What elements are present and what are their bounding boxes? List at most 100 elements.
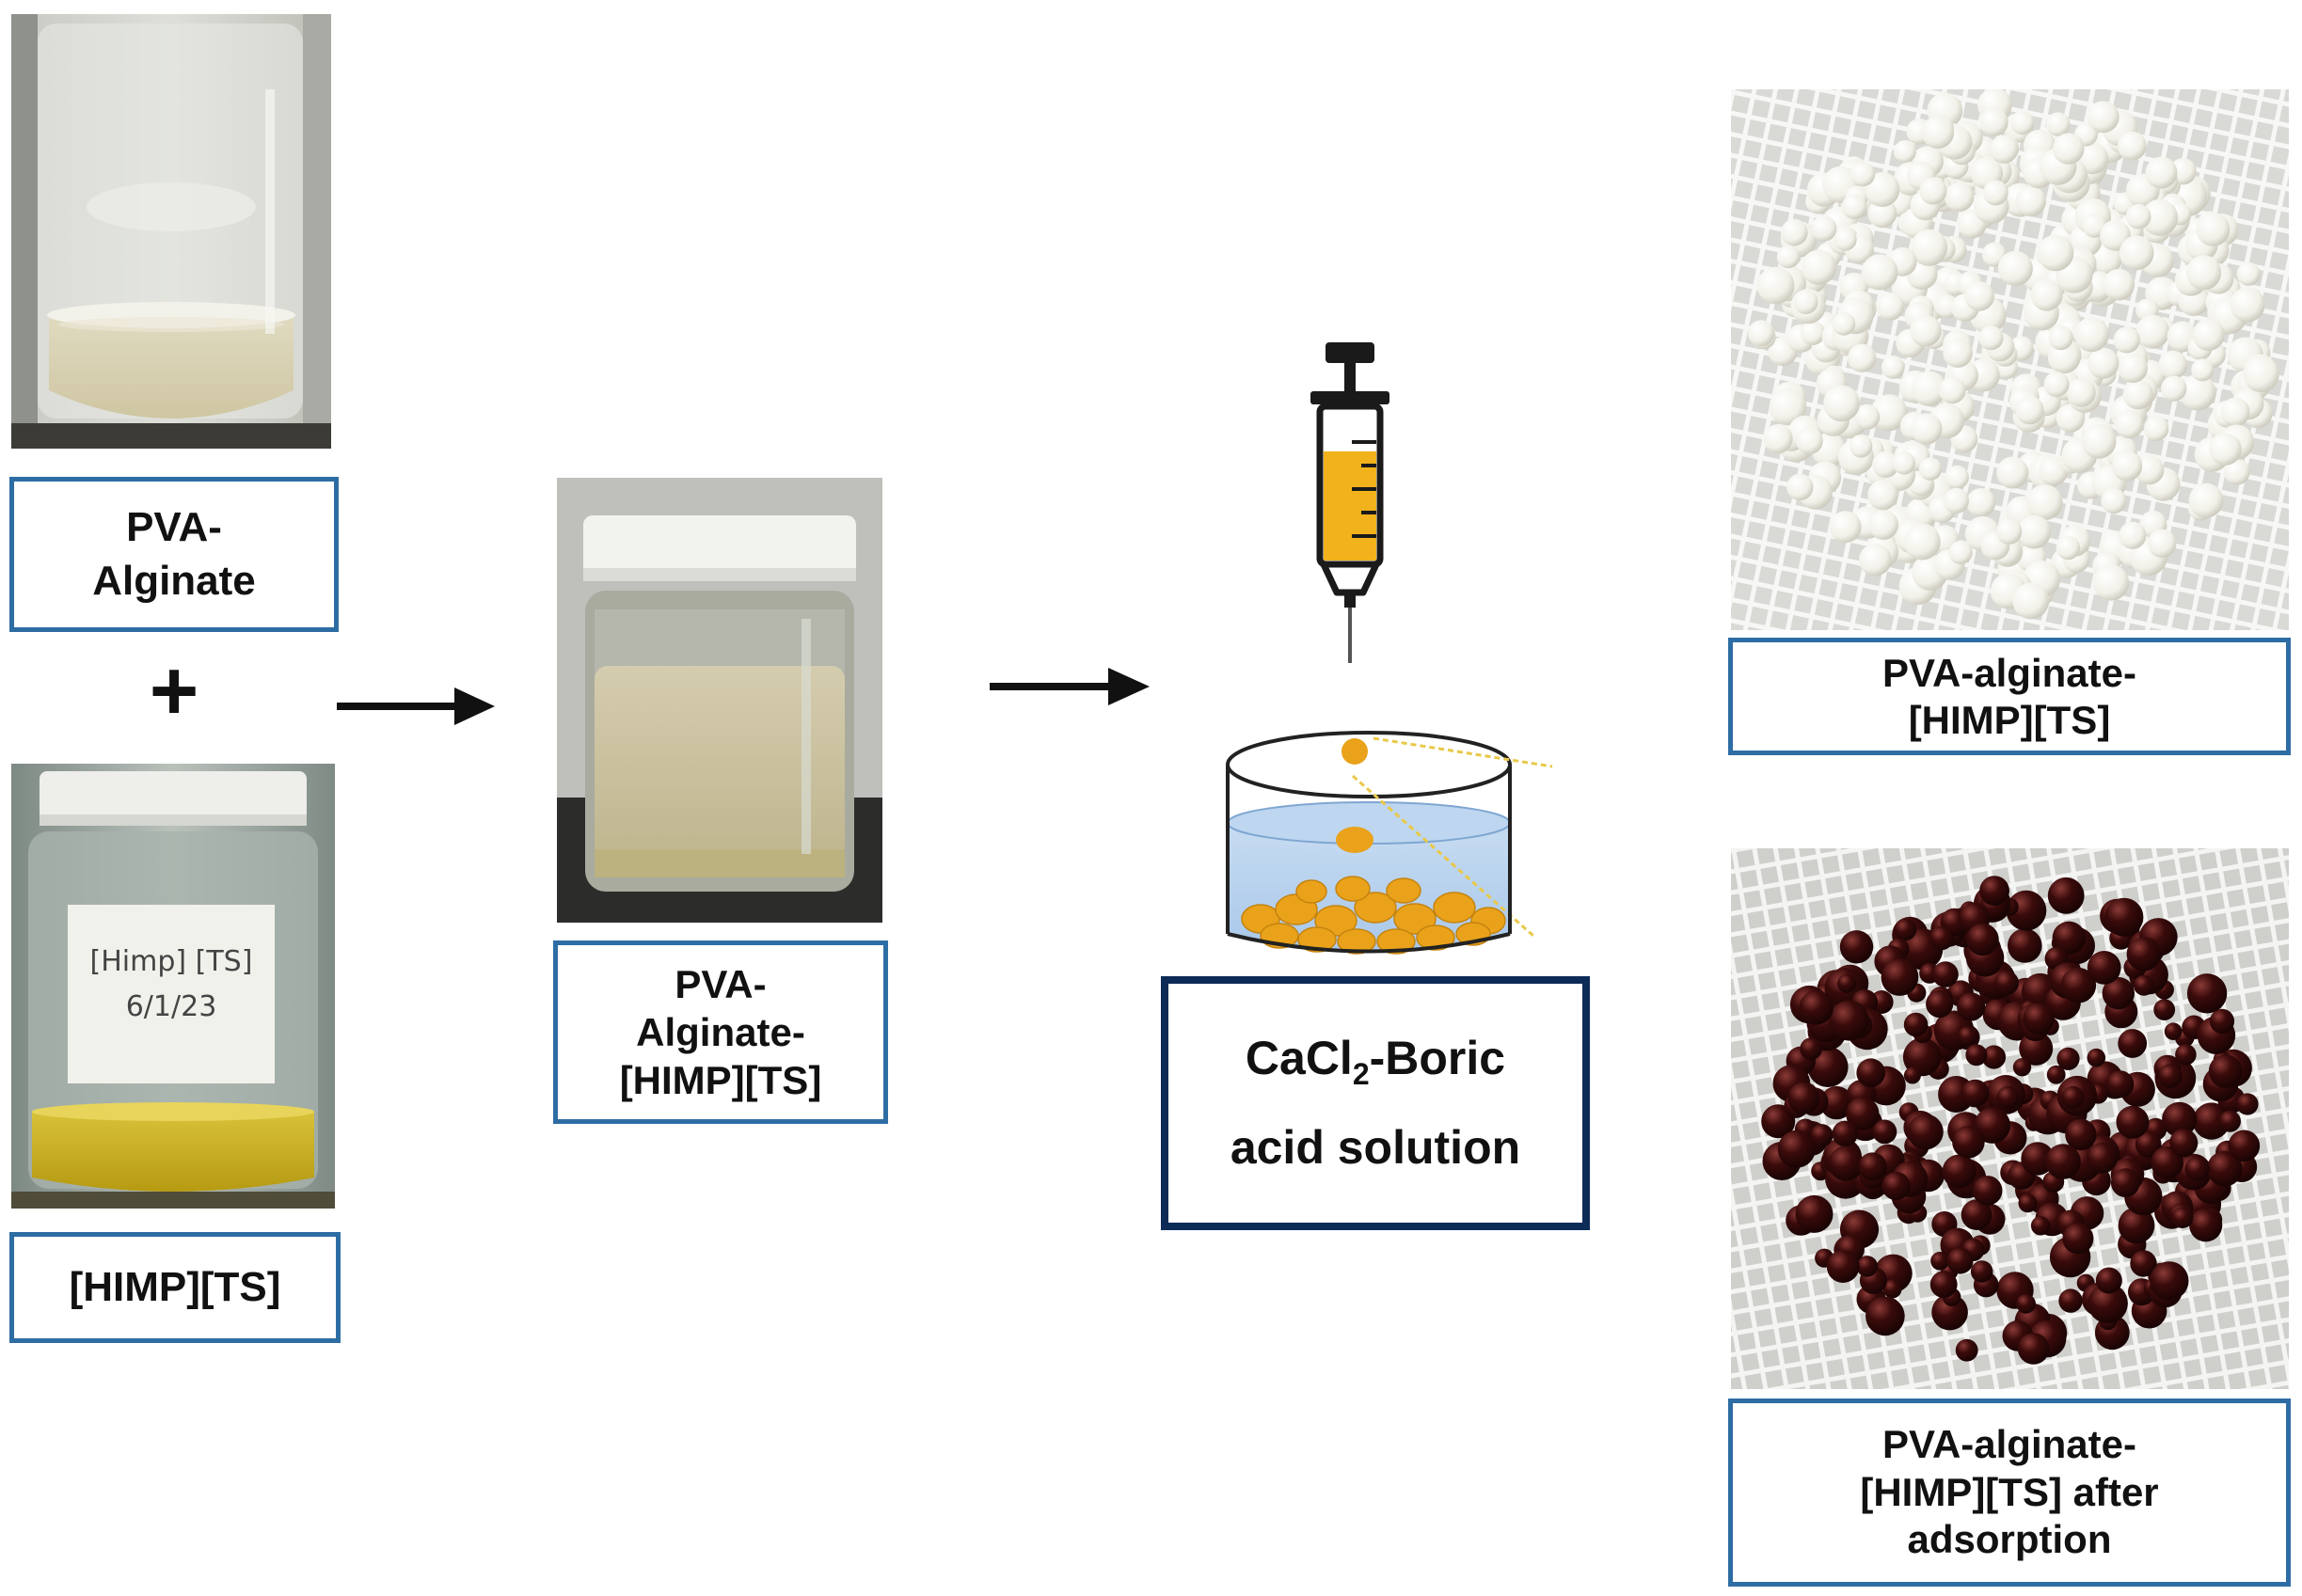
bead xyxy=(1911,371,1947,406)
bead xyxy=(1929,1271,1958,1299)
plus-sign: + xyxy=(149,644,199,738)
bead xyxy=(1918,457,1943,481)
bead xyxy=(2074,317,2109,353)
label-beads-white-line2: [HIMP][TS] xyxy=(1908,697,2111,742)
bead xyxy=(2110,1168,2140,1197)
bead xyxy=(2046,1065,2066,1084)
bead xyxy=(1921,116,1955,150)
bead xyxy=(2043,371,2070,398)
bead xyxy=(1799,990,1834,1025)
bead xyxy=(2087,101,2119,134)
label-cacl2-boric-line1: CaCl2-Boric xyxy=(1246,1014,1505,1103)
bead xyxy=(1970,1260,1993,1283)
bead xyxy=(2134,974,2154,996)
bead xyxy=(2062,1223,2094,1255)
bead xyxy=(2171,1207,2194,1228)
bead xyxy=(1862,254,1898,291)
bead xyxy=(2148,529,2177,558)
bead xyxy=(2010,110,2035,135)
bead xyxy=(1823,385,1860,422)
bead xyxy=(1981,1045,2007,1069)
bead xyxy=(2048,325,2073,351)
bead xyxy=(2184,1156,2210,1182)
bead xyxy=(2169,1129,2199,1158)
bead xyxy=(1974,1107,2010,1144)
bead xyxy=(1856,1058,1885,1087)
label-pva-alginate-himp-line1: PVA- xyxy=(675,961,767,1006)
bead xyxy=(2158,1064,2183,1088)
bead xyxy=(2161,375,2187,402)
bead xyxy=(1961,1079,1990,1108)
bead xyxy=(2081,423,2117,459)
bead xyxy=(1990,134,2019,164)
bead xyxy=(1865,1296,1905,1336)
bead xyxy=(2209,1008,2235,1034)
bead xyxy=(2236,261,2261,286)
bead xyxy=(1892,451,1916,475)
bead xyxy=(2113,326,2140,354)
bead xyxy=(1952,1126,1985,1159)
bead xyxy=(1832,312,1856,336)
bead xyxy=(2135,455,2165,485)
bead xyxy=(1826,1250,1860,1283)
bead xyxy=(1938,376,1966,404)
bead xyxy=(1942,1154,1977,1189)
bead xyxy=(2052,921,2086,955)
bead xyxy=(1819,1085,1853,1120)
bead xyxy=(2087,1048,2106,1067)
label-pva-alginate-himp-line3: [HIMP][TS] xyxy=(619,1058,822,1103)
bead xyxy=(1867,480,1898,511)
bead xyxy=(1996,456,2029,489)
bead xyxy=(1930,1252,1949,1271)
bead xyxy=(2008,928,2042,963)
bead xyxy=(1841,194,1867,219)
bead xyxy=(1865,172,1900,207)
bead xyxy=(1856,1256,1878,1277)
label-pva-alginate-himp: PVA- Alginate- [HIMP][TS] xyxy=(553,940,888,1124)
photo-pva-alginate-himp-jar xyxy=(557,478,882,923)
bead xyxy=(2030,278,2063,311)
bead xyxy=(1801,249,1836,285)
bead xyxy=(2095,1267,2122,1294)
bead xyxy=(1786,473,1814,501)
bead xyxy=(1763,424,1793,453)
bead xyxy=(2158,350,2187,380)
bead xyxy=(2116,1105,2150,1139)
bead xyxy=(2208,1054,2243,1088)
bead xyxy=(2219,1110,2241,1132)
bead xyxy=(1893,140,1916,164)
bead xyxy=(1854,403,1881,430)
bead xyxy=(1911,229,1948,266)
bead xyxy=(2228,1130,2261,1162)
bead xyxy=(2118,1207,2155,1244)
bead xyxy=(1994,971,2019,995)
bead xyxy=(2130,1250,2157,1277)
bead xyxy=(1943,487,1969,514)
bead xyxy=(1858,1152,1887,1181)
bead xyxy=(2162,1101,2198,1137)
bead xyxy=(2153,999,2176,1020)
bead xyxy=(1810,1124,1834,1147)
bead xyxy=(2006,890,2047,931)
bead xyxy=(2017,1333,2050,1365)
bead xyxy=(1846,1097,1880,1130)
bead xyxy=(1811,215,1837,242)
bead xyxy=(2015,185,2046,217)
bead xyxy=(2053,133,2085,165)
bead xyxy=(2088,1283,2128,1324)
bead xyxy=(1849,435,1873,458)
bead xyxy=(2207,1150,2243,1187)
label-himp-ts-line1: [HIMP][TS] xyxy=(69,1263,281,1310)
bead xyxy=(2093,564,2130,601)
bead xyxy=(2151,1146,2183,1179)
bead xyxy=(2135,1130,2162,1158)
bead xyxy=(1926,989,1954,1019)
bead xyxy=(2019,1031,2054,1066)
bead xyxy=(2102,976,2135,1010)
bead xyxy=(1961,1199,1992,1230)
label-pva-alginate-himp-line2: Alginate- xyxy=(636,1009,805,1054)
photo-dark-beads xyxy=(1731,848,2289,1389)
bead xyxy=(2104,897,2144,937)
bead xyxy=(1872,450,1899,479)
bead xyxy=(2192,319,2225,352)
